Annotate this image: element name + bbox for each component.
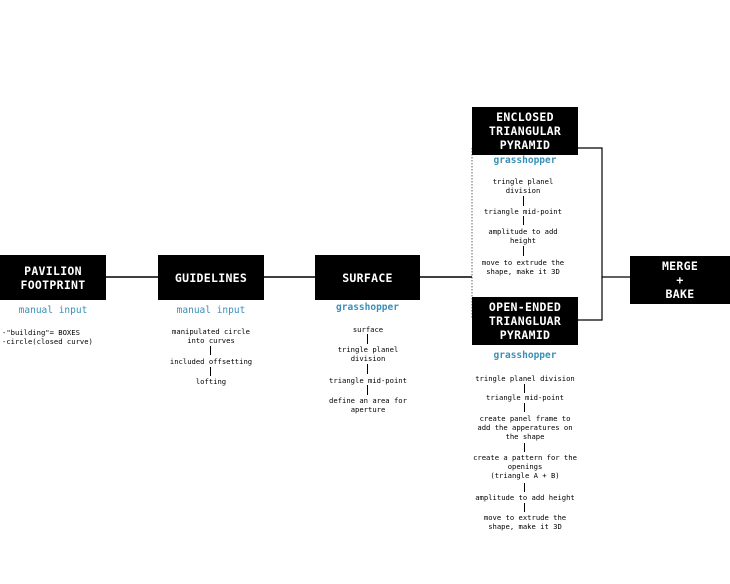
- enclosed-tick: [523, 246, 524, 256]
- enclosed-pyramid-node: ENCLOSED TRIANGULAR PYRAMID: [472, 107, 578, 155]
- enclosed-tool-label: grasshopper: [493, 155, 557, 166]
- open-ended-step: amplitude to add height: [475, 493, 575, 502]
- surface-step: surface: [352, 325, 384, 334]
- guidelines-node: GUIDELINES: [158, 255, 264, 300]
- open-ended-pyramid-node: OPEN-ENDED TRIANGLUAR PYRAMID: [472, 297, 578, 345]
- open-ended-step: create panel frame to add the apperature…: [477, 414, 573, 441]
- open-ended-tick: [524, 483, 525, 492]
- guidelines-step: manipulated circle into curves: [172, 327, 250, 345]
- surface-tick: [367, 364, 368, 374]
- enclosed-step: triangle mid-point: [484, 207, 562, 216]
- enclosed-step: amplitude to add height: [488, 227, 558, 245]
- enclosed-step: tringle planel division: [492, 177, 554, 195]
- open-ended-step: triangle mid-point: [486, 393, 564, 402]
- open-ended-tick: [524, 503, 525, 512]
- connector-open-merge: [578, 277, 603, 321]
- pavilion-tool-label: manual input: [18, 305, 88, 316]
- guidelines-step: lofting: [195, 377, 227, 386]
- pavilion-footprint-node: PAVILION FOOTPRINT: [0, 255, 106, 300]
- open-ended-tick: [524, 443, 525, 452]
- guidelines-tool-label: manual input: [176, 305, 246, 316]
- surface-step: triangle mid-point: [329, 376, 407, 385]
- enclosed-step: move to extrude the shape, make it 3D: [481, 258, 565, 276]
- open-ended-tool-label: grasshopper: [493, 350, 557, 361]
- open-ended-tick: [524, 403, 525, 412]
- surface-node: SURFACE: [315, 255, 420, 300]
- open-ended-step: move to extrude the shape, make it 3D: [483, 513, 567, 531]
- enclosed-tick: [523, 216, 524, 225]
- surface-tick: [367, 385, 368, 395]
- surface-step: define an area for aperture: [329, 396, 407, 414]
- merge-bake-node: MERGE + BAKE: [630, 256, 730, 304]
- guidelines-step: included offsetting: [169, 357, 253, 366]
- surface-tool-label: grasshopper: [336, 302, 399, 313]
- open-ended-step: create a pattern for the openings (trian…: [473, 453, 577, 480]
- surface-tick: [367, 334, 368, 344]
- open-ended-tick: [524, 384, 525, 393]
- connector-enclosed-merge: [578, 147, 630, 278]
- surface-step: tringle planel division: [337, 345, 399, 363]
- open-ended-step: tringle planel division: [475, 374, 575, 383]
- guidelines-tick: [210, 367, 211, 376]
- pavilion-step: -"building"= BOXES -circle(closed curve): [2, 328, 93, 346]
- enclosed-tick: [523, 196, 524, 206]
- guidelines-tick: [210, 346, 211, 355]
